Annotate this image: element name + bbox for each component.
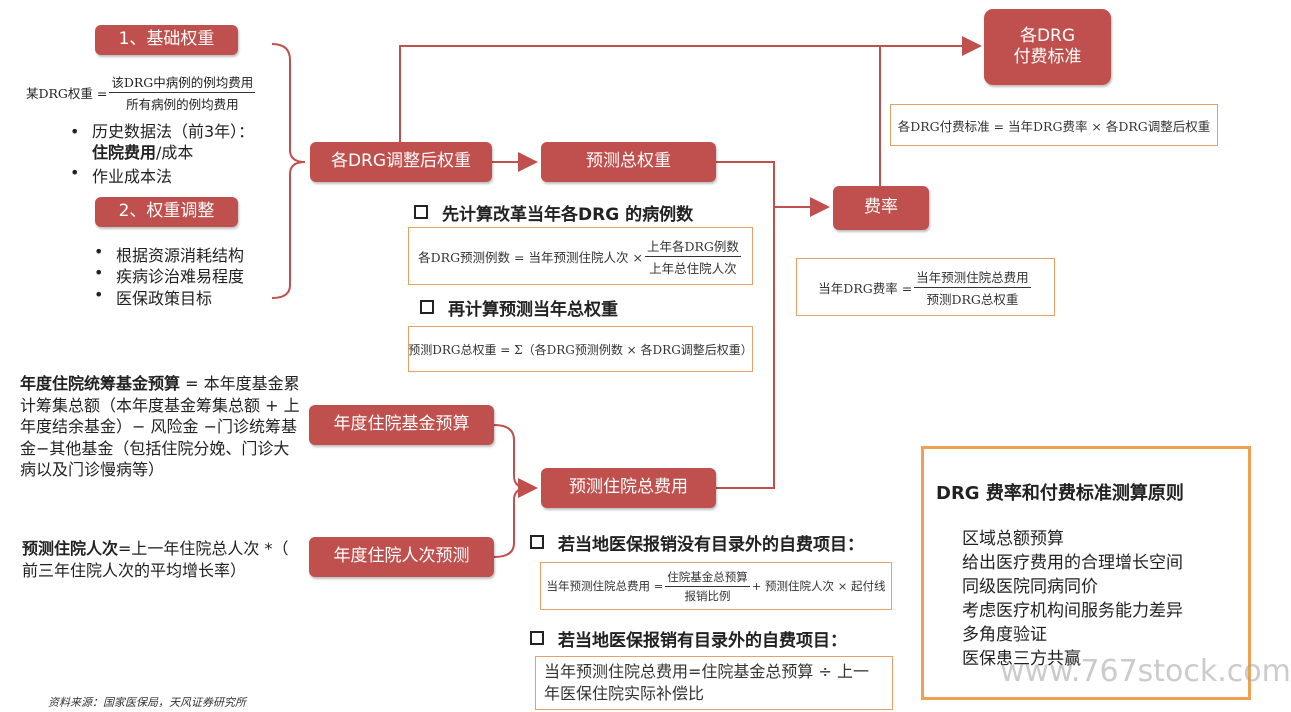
basic-weight-formula: 某DRG权重 = 该DRG中病例的例均费用所有病例的例均费用 xyxy=(26,72,257,113)
annual-inpatient-forecast-box: 年度住院人次预测 xyxy=(309,537,494,577)
principle-item: 多角度验证 xyxy=(962,625,1047,645)
principle-item: 区域总额预算 xyxy=(962,529,1064,549)
heading-extra: 若当地医保报销有目录外的自费项目： xyxy=(530,626,847,651)
rate-box: 费率 xyxy=(833,186,929,230)
heading-step1: 先计算改革当年各DRG 的病例数 xyxy=(414,200,693,225)
checkbox-square-icon xyxy=(530,631,544,645)
principles-box: DRG 费率和付费标准测算原则 区域总额预算 给出医疗费用的合理增长空间 同级医… xyxy=(921,446,1251,700)
total-weight-formula: 预测DRG总权重 = Σ（各DRG预测例数 × 各DRG调整后权重） xyxy=(408,326,753,372)
heading-step2: 再计算预测当年总权重 xyxy=(420,295,618,320)
bullet-historical: 历史数据法（前3年）： 住院费用/成本 xyxy=(70,122,254,164)
total-cost-formula: 当年预测住院总费用 = 住院基金总预算报销比例 + 预测住院人次 × 起付线 xyxy=(540,562,892,610)
right-brace xyxy=(493,424,529,558)
annual-fund-budget-box: 年度住院基金预算 xyxy=(309,405,494,445)
line-cost-to-rate xyxy=(716,207,775,489)
left-brace xyxy=(271,43,306,299)
principles-title: DRG 费率和付费标准测算原则 xyxy=(936,483,1184,504)
principle-item: 医保患三方共赢 xyxy=(962,649,1081,669)
arrow-weight-to-payment xyxy=(399,36,982,142)
checkbox-square-icon xyxy=(414,205,428,219)
checkbox-square-icon xyxy=(420,300,434,314)
principles-list: 区域总额预算 给出医疗费用的合理增长空间 同级医院同病同价 考虑医疗机构间服务能… xyxy=(962,527,1183,671)
predicted-total-weight-box: 预测总权重 xyxy=(541,142,716,182)
total-cost-alt-formula: 当年预测住院总费用=住院基金总预算 ÷ 上一年医保住院实际补偿比 xyxy=(535,656,893,710)
checkbox-square-icon xyxy=(530,535,544,549)
rate-formula: 当年DRG费率 = 当年预测住院总费用预测DRG总权重 xyxy=(796,258,1055,316)
principle-item: 考虑医疗机构间服务能力差异 xyxy=(962,601,1183,621)
weight-adjust-box: 2、权重调整 xyxy=(95,197,238,227)
basic-weight-box: 1、基础权重 xyxy=(95,25,238,55)
watermark: www.767stock.com xyxy=(1000,654,1291,689)
predicted-total-cost-box: 预测住院总费用 xyxy=(541,468,716,508)
bullet-policy: 医保政策目标 xyxy=(94,285,212,309)
principle-item: 给出医疗费用的合理增长空间 xyxy=(962,553,1183,573)
adjusted-weight-box: 各DRG调整后权重 xyxy=(310,142,492,182)
payment-standard-box: 各DRG 付费标准 xyxy=(984,9,1111,85)
source-note: 资料来源：国家医保局，天风证券研究所 xyxy=(48,696,246,709)
arrow-total-to-rate xyxy=(716,161,830,217)
heading-no-extra: 若当地医保报销没有目录外的自费项目： xyxy=(530,530,864,555)
fund-budget-text: 年度住院统筹基金预算 = 本年度基金累计筹集总额（本年度基金筹集总额 + 上年度… xyxy=(20,374,300,480)
inpatient-forecast-text: 预测住院人次=上一年住院总人次 *（ 前三年住院人次的平均增长率） xyxy=(22,539,289,580)
payment-standard-formula: 各DRG付费标准 = 当年DRG费率 × 各DRG调整后权重 xyxy=(890,104,1218,146)
principle-item: 同级医院同病同价 xyxy=(962,577,1098,597)
cases-formula: 各DRG预测例数 = 当年预测住院人次 × 上年各DRG例数上年总住院人次 xyxy=(408,227,753,285)
bullet-resource: 根据资源消耗结构 xyxy=(94,242,244,266)
bullet-difficulty: 疾病诊治难易程度 xyxy=(94,263,244,287)
bullet-activity-costing: 作业成本法 xyxy=(70,163,172,187)
